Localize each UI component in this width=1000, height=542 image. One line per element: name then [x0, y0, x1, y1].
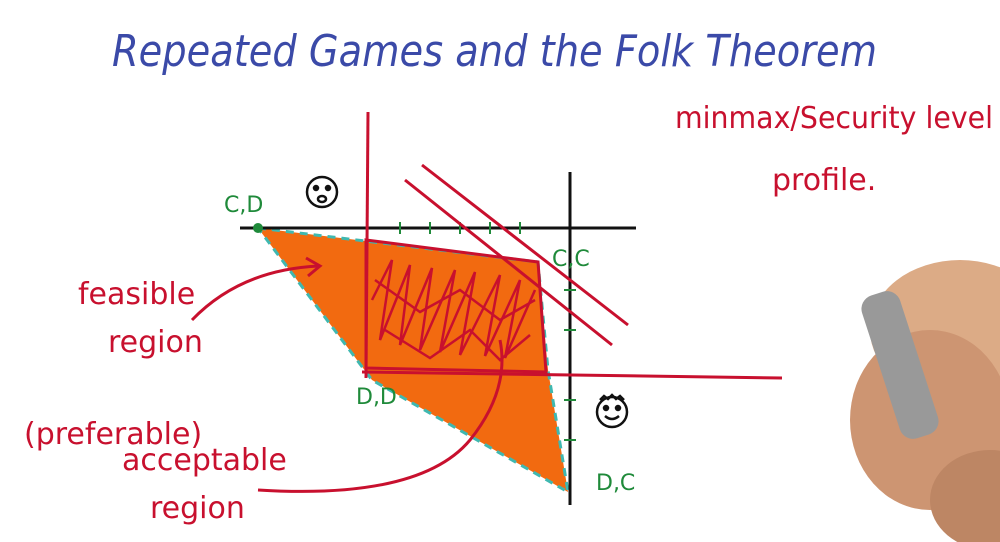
diagonal-line-1: [404, 178, 613, 347]
point-cd-label: C,D: [224, 193, 263, 218]
feasible-boundary: [256, 226, 570, 495]
point-dd-label: D,D: [356, 385, 397, 410]
point-dc-label: D,C: [596, 471, 635, 496]
feasible-arrow: [190, 264, 319, 322]
acceptable-arrow: [257, 339, 504, 493]
acceptable-region: [364, 238, 548, 374]
point-cd-marker: [253, 223, 263, 233]
acceptable-hatching: [370, 259, 537, 362]
smiley-face-icon: [595, 393, 629, 429]
feasible-label-line2: region: [108, 325, 203, 360]
profile-note: profile.: [772, 163, 876, 198]
page-title: Repeated Games and the Folk Theorem: [112, 26, 877, 77]
acceptable-region-label: region: [150, 491, 245, 526]
preferable-label: (preferable): [24, 417, 202, 452]
hand-holding-marker-icon: [850, 260, 1000, 542]
sad-face-icon: [305, 175, 339, 209]
axis-ticks: [399, 222, 576, 441]
feasible-arrowhead: [305, 256, 323, 278]
minmax-horizontal-line: [361, 370, 783, 380]
feasible-label-line1: feasible: [78, 277, 195, 312]
point-cc-label: C,C: [552, 247, 590, 272]
acceptable-label: acceptable: [122, 443, 287, 478]
minmax-note: minmax/Security level: [675, 101, 993, 136]
diagonal-line-2: [421, 163, 629, 327]
